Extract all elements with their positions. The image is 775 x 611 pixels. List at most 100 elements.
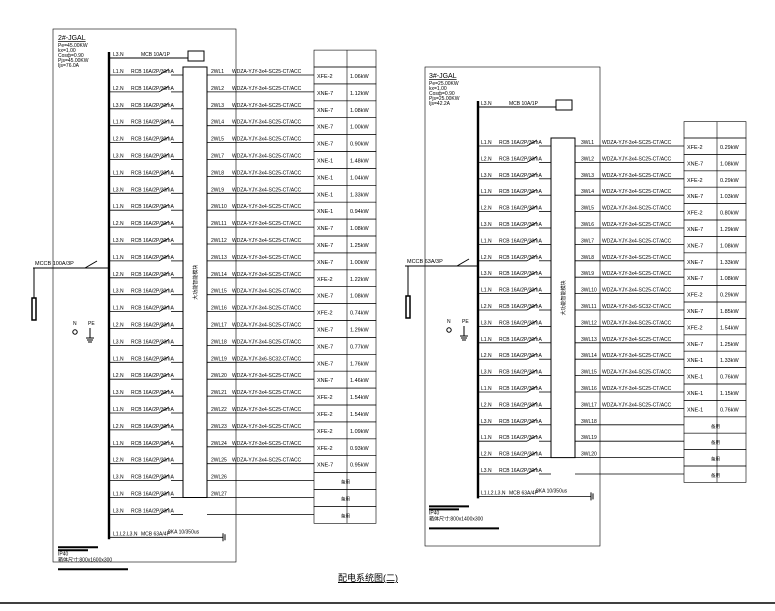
circuit-cable: WDZA-YJY-3x4-SC25-CT/ACC: [232, 238, 302, 244]
circuit-phase: L2.N: [481, 402, 492, 408]
panel-note: 箱体尺寸:800x1400x300: [429, 515, 483, 522]
circuit-breaker: RCB 16A/2P/30mA: [499, 370, 542, 376]
breaker-symbol: [526, 205, 538, 212]
breaker-symbol: [526, 188, 538, 196]
load-power: 1.04kW: [350, 175, 369, 181]
circuit-breaker: RCB 16A/2P/30mA: [131, 238, 174, 244]
panel-title: 3#-JGAL: [429, 73, 457, 80]
circuit-id: 3WL9: [581, 271, 594, 277]
breaker-symbol: [456, 258, 470, 267]
circuit-breaker: RCB 16A/2P/30mA: [499, 419, 542, 425]
load-name: XNE-7: [317, 125, 333, 131]
circuit-cable: WDZA-YJY-3x4-SC25-CT/ACC: [232, 255, 302, 261]
circuit-cable: WDZA-YJY-3x4-SC25-CT/ACC: [602, 238, 672, 244]
breaker-symbol: [526, 172, 538, 180]
circuit-phase: L2.N: [113, 86, 124, 92]
circuit-cable: WDZA-YJY-3x4-SC25-CT/ACC: [232, 306, 302, 312]
breaker-symbol: [158, 389, 170, 397]
circuit-cable: WDZA-YJY-3x4-SC25-CT/ACC: [602, 140, 672, 146]
breaker-symbol: [158, 339, 170, 346]
circuit-id: 3WL4: [581, 189, 594, 195]
load-power: 1.48kW: [350, 159, 369, 165]
circuit-breaker: RCB 16A/2P/30mA: [131, 339, 174, 345]
neutral-terminal-icon: [72, 329, 78, 335]
load-name: XFE-2: [317, 429, 333, 435]
load-cell: [313, 506, 377, 524]
circuit-phase: L2.N: [481, 255, 492, 261]
circuit-cable: WDZA-YJY-3x4-SC25-CT/ACC: [602, 206, 672, 212]
circuit-phase: L3.N: [113, 187, 124, 193]
circuit-id: 3WL11: [581, 304, 597, 310]
breaker-symbol: [158, 372, 170, 380]
circuit-cable: WDZA-YJY-3x4-SC25-CT/ACC: [232, 187, 302, 193]
panel-param: Pjs=45.00KW: [58, 58, 89, 64]
control-device-box: [187, 50, 205, 62]
breaker-symbol: [158, 237, 170, 245]
circuit-id: 3WL15: [581, 370, 597, 376]
panel-param: Pjs=25.00KW: [429, 96, 460, 102]
circuit-id: 3WL10: [581, 288, 597, 294]
spare-label: 备用: [711, 456, 720, 463]
circuit-id: 2WL1: [211, 69, 224, 75]
load-name: XNE-7: [317, 226, 333, 232]
breaker-symbol: [526, 221, 538, 229]
circuit-phase: L1.N: [113, 306, 124, 312]
load-name: XNE-1: [317, 192, 333, 198]
load-power: 0.93kW: [350, 446, 369, 452]
load-cell: [683, 465, 747, 483]
load-power: 1.08kW: [720, 243, 739, 249]
circuit-breaker: RCB 16A/2P/30mA: [499, 468, 542, 474]
circuit-breaker: RCB 16A/2P/30mA: [131, 323, 174, 329]
load-name: XNE-1: [687, 391, 703, 397]
circuit-phase: L3.N: [113, 475, 124, 481]
breaker-symbol: [158, 136, 170, 143]
pe-label: PE: [462, 319, 469, 325]
circuit-id: 2WL14: [211, 272, 227, 278]
circuit-cable: WDZA-YJY-3x4-SC25-CT/ACC: [232, 154, 302, 160]
circuit-cable: WDZA-YJY-3x4-SC25-CT/ACC: [602, 271, 672, 277]
circuit-phase: L1.N: [481, 288, 492, 294]
load-power: 1.25kW: [350, 243, 369, 249]
load-name: XFE-2: [687, 145, 703, 151]
smart-module-box: [550, 137, 576, 459]
breaker-symbol: [526, 467, 538, 475]
circuit-phase: L1.N: [113, 204, 124, 210]
breaker-symbol: [526, 139, 538, 147]
breaker-symbol: [526, 434, 538, 442]
circuit-phase: L1.N: [113, 356, 124, 362]
load-name: XFE-2: [687, 178, 703, 184]
circuit-cable: WDZA-YJY-3x4-SC25-CT/ACC: [602, 288, 672, 294]
circuit-id: 2WL26: [211, 475, 227, 481]
neutral-terminal-icon: [446, 327, 452, 333]
circuit-cable: WDZA-YJY-3x4-SC25-CT/ACC: [232, 339, 302, 345]
circuit-phase: L1.N: [481, 140, 492, 146]
panel-border: [52, 28, 237, 563]
circuit-id: 2WL17: [211, 323, 227, 329]
load-name: XNE-7: [687, 260, 703, 266]
circuit-cable: WDZA-YJY-3x4-SC25-CT/ACC: [232, 407, 302, 413]
top-row-breaker: MCB 10A/1P: [509, 101, 539, 107]
drawing-caption: 配电系统图(二): [338, 573, 398, 583]
circuit-phase: L2.N: [113, 323, 124, 329]
circuit-breaker: RCB 16A/2P/30mA: [131, 475, 174, 481]
breaker-symbol: [526, 254, 538, 262]
load-header: [313, 49, 377, 68]
circuit-phase: L1.N: [481, 189, 492, 195]
spd-rating: 8KA 10/350us: [168, 529, 200, 535]
circuit-phase: L2.N: [113, 424, 124, 430]
breaker-symbol: [158, 491, 170, 498]
circuit-cable: WDZA-YJY-3x4-SC25-CT/ACC: [232, 86, 302, 92]
breaker-symbol: [158, 305, 170, 312]
circuit-breaker: RCB 16A/2P/30mA: [499, 337, 542, 343]
